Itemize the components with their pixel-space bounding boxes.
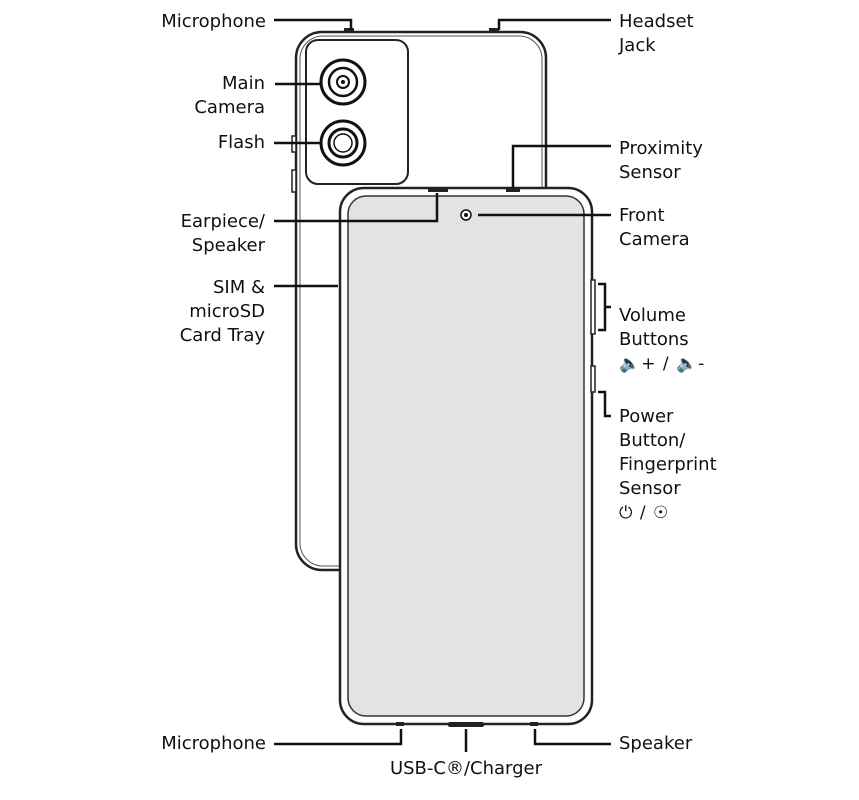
main-camera-lens xyxy=(319,58,367,106)
label-line: Camera xyxy=(619,229,690,250)
usbc-port xyxy=(448,722,484,727)
leader-lines xyxy=(274,18,611,752)
flash-lens xyxy=(319,119,367,167)
label-earpiece-speaker: Earpiece/ Speaker xyxy=(150,210,265,258)
label-usbc-charger: USB-C®/Charger xyxy=(389,758,543,779)
label-line: Volume xyxy=(619,305,686,326)
label-line: Card Tray xyxy=(179,325,265,346)
label-line: Proximity xyxy=(619,138,703,159)
label-line: Speaker xyxy=(191,235,265,256)
volume-icons: 🔈+ / 🔈- xyxy=(619,354,706,374)
label-line: Power xyxy=(619,406,674,427)
label-front-camera: Front Camera xyxy=(619,204,690,252)
label-microphone-top: Microphone xyxy=(161,11,266,32)
volume-button-hw xyxy=(590,279,596,335)
label-line: Camera xyxy=(194,97,265,118)
label-sim-tray: SIM & microSD Card Tray xyxy=(140,276,265,348)
front-camera xyxy=(460,209,472,221)
label-line: microSD xyxy=(189,301,265,322)
phone-front xyxy=(338,186,596,727)
label-speaker-bottom: Speaker xyxy=(619,733,693,754)
label-line: Button/ xyxy=(619,430,686,451)
label-headset-jack: Headset Jack xyxy=(619,10,694,58)
proximity-sensor xyxy=(506,189,520,192)
label-power-button: Power Button/ Fingerprint Sensor ⏻ / ☉ xyxy=(619,405,717,525)
label-line: Jack xyxy=(619,35,656,56)
label-line: Earpiece/ xyxy=(180,211,265,232)
label-microphone-bottom: Microphone xyxy=(161,733,266,754)
earpiece xyxy=(428,189,448,192)
label-main-camera: Main Camera xyxy=(150,72,265,120)
label-line: Buttons xyxy=(619,329,689,350)
screen xyxy=(347,195,585,717)
label-line: Fingerprint xyxy=(619,454,717,475)
power-fingerprint-icons: ⏻ / ☉ xyxy=(619,503,670,523)
label-line: Headset xyxy=(619,11,694,32)
label-flash: Flash xyxy=(217,132,265,153)
power-button-hw xyxy=(590,365,596,393)
camera-module xyxy=(305,39,409,185)
label-line: Sensor xyxy=(619,478,681,499)
label-line: Sensor xyxy=(619,162,681,183)
label-proximity-sensor: Proximity Sensor xyxy=(619,137,703,185)
label-line: Front xyxy=(619,205,665,226)
label-volume-buttons: Volume Buttons 🔈+ / 🔈- xyxy=(619,304,705,376)
label-line: SIM & xyxy=(212,277,265,298)
label-line: Main xyxy=(222,73,265,94)
